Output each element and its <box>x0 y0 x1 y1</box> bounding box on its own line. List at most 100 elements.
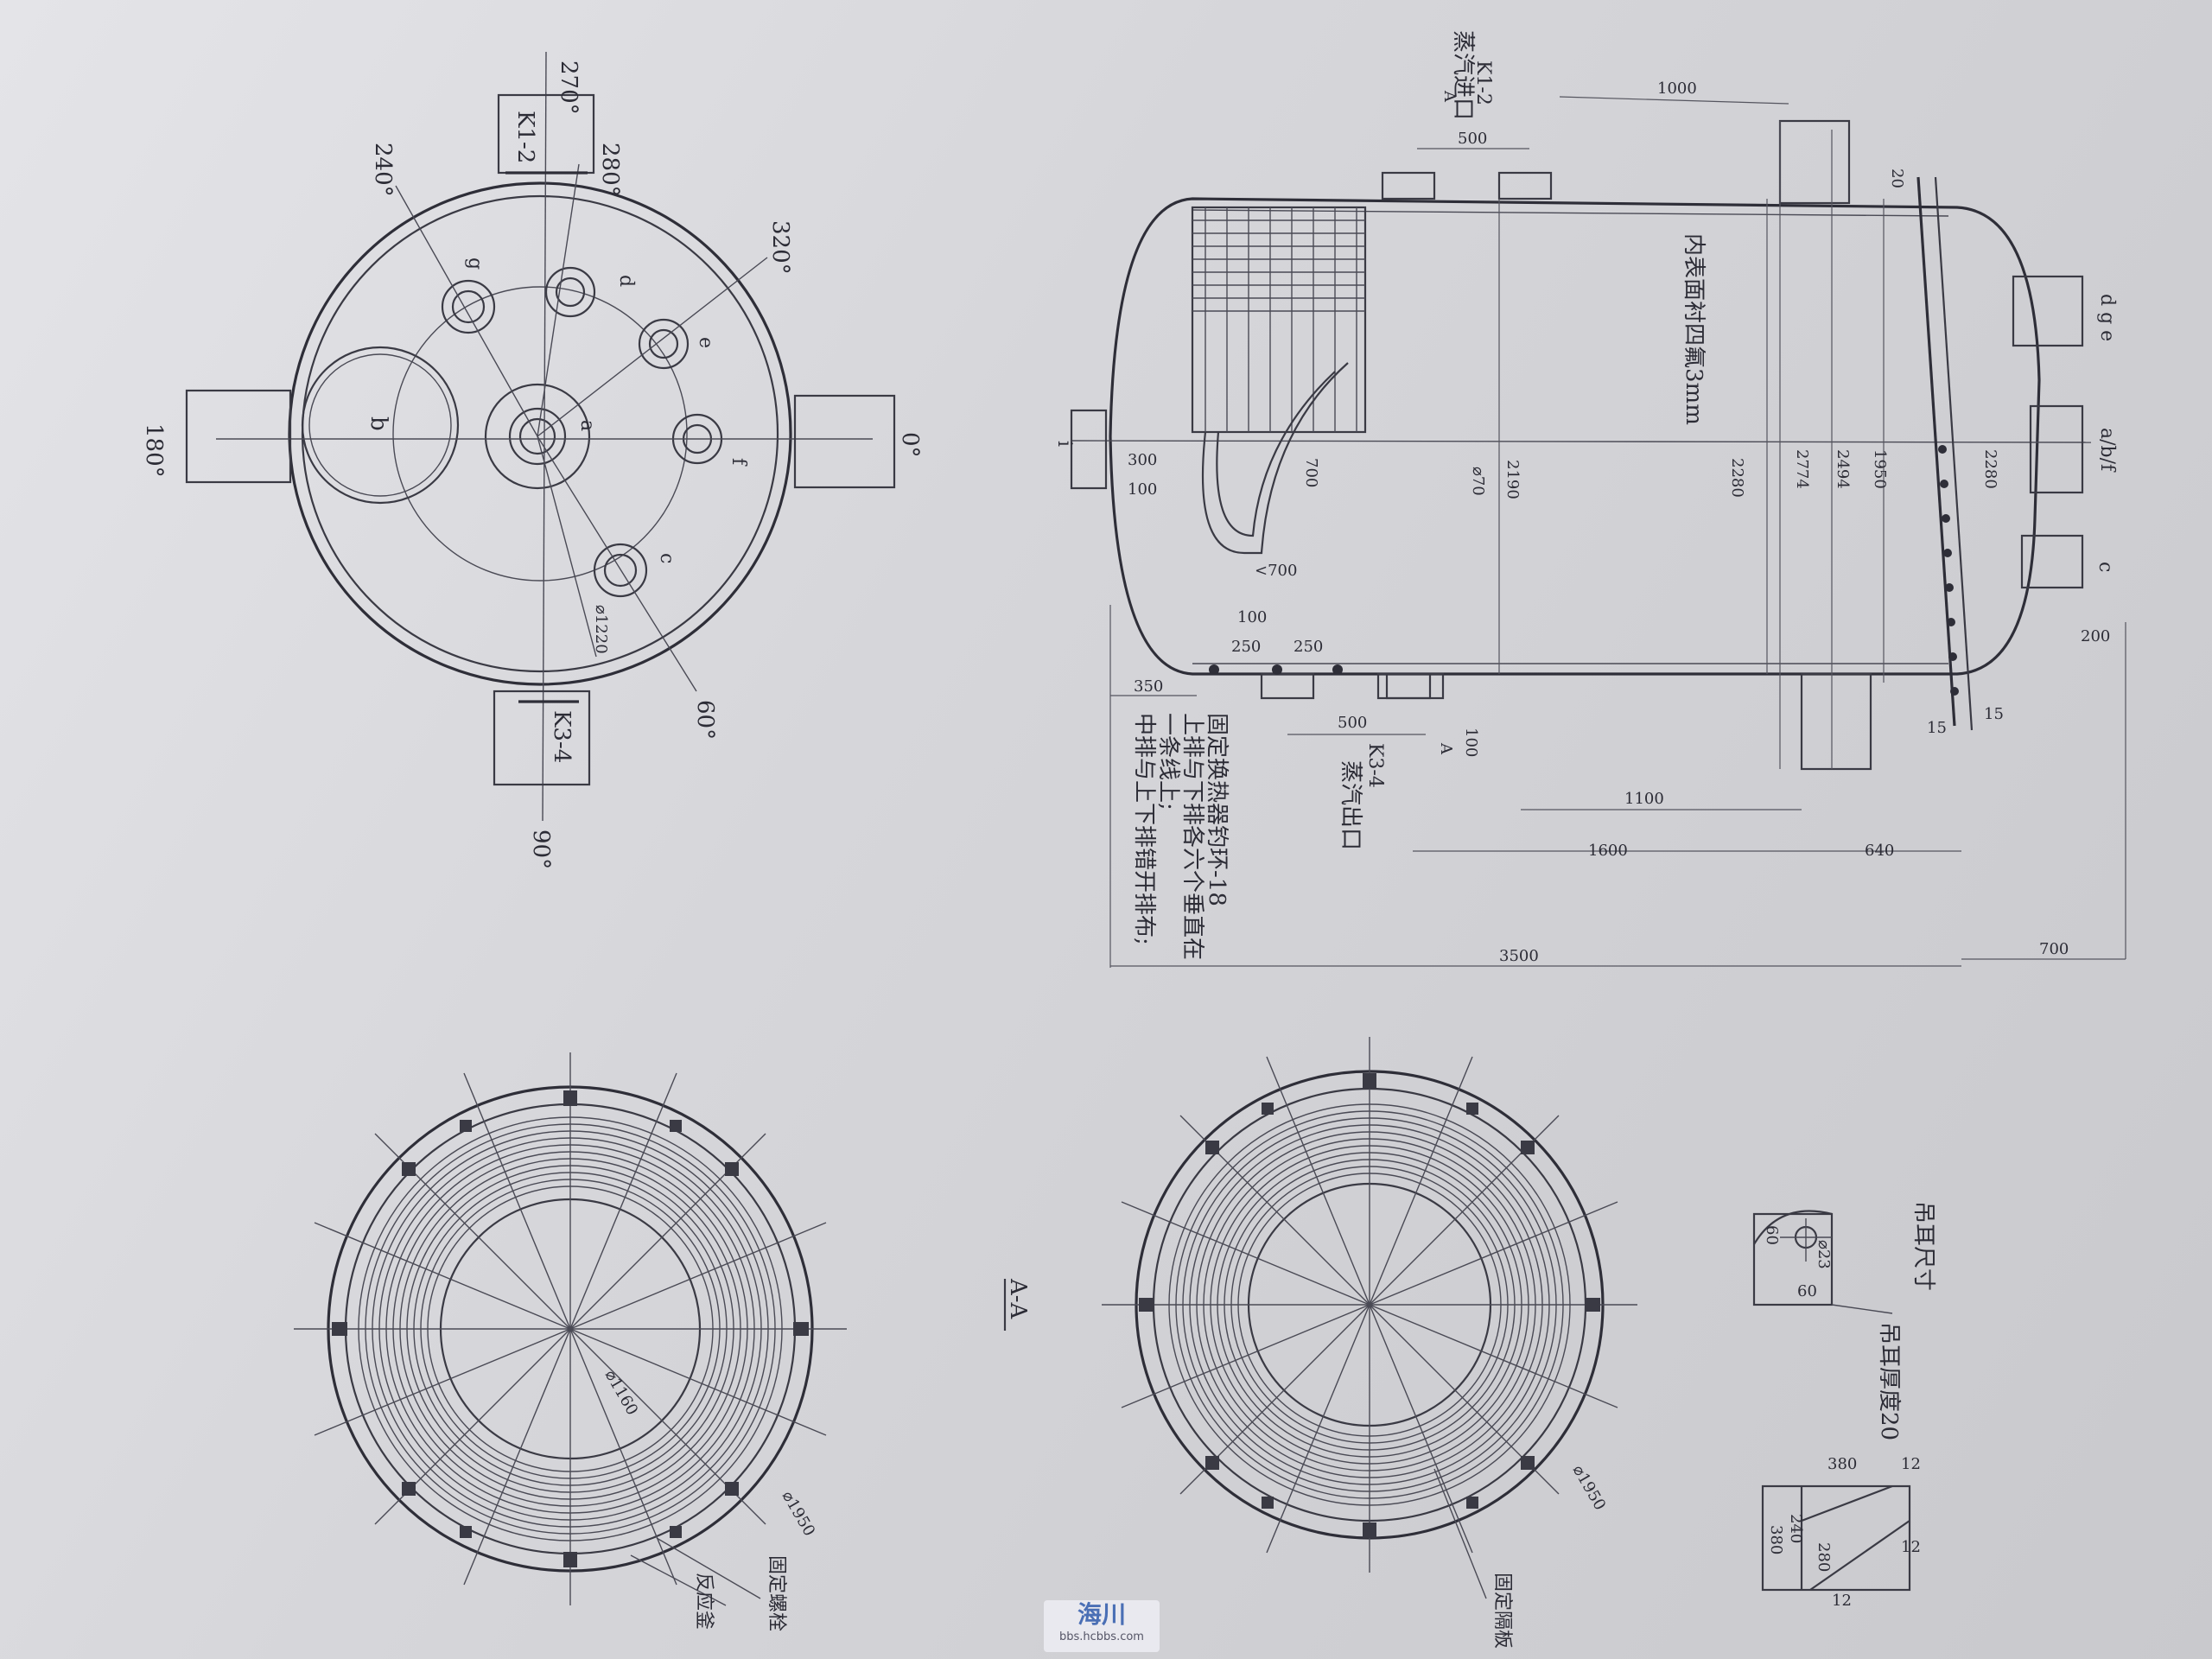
nozzle-i-label: i <box>1053 441 1075 447</box>
vessel-shell <box>1109 197 2041 676</box>
aa-label-partition: 固定隔板 <box>1491 1573 1513 1649</box>
nozzle-g-outer <box>441 279 496 334</box>
flange-line-2 <box>1934 176 1974 731</box>
dia-1220-label: ⌀1220 <box>592 605 610 654</box>
left-section-view: ⌀1160 ⌀1950 固定螺栓 反应釜 <box>294 1052 847 1631</box>
top-view-lug-180 <box>185 389 292 484</box>
dim-250-b: 250 <box>1294 638 1323 656</box>
label-e: e <box>695 337 716 348</box>
dim-1000: 1000 <box>1657 79 1697 98</box>
note-line-3: 一条线上; <box>1155 713 1181 810</box>
angle-280-label: 280° <box>597 143 623 197</box>
dim-2494: 2494 <box>1834 449 1852 489</box>
angle-90-label: 90° <box>528 830 554 869</box>
note-line-2: 上排与下排各六个垂直在 <box>1179 713 1205 960</box>
lug-thickness-leader <box>1831 1304 1893 1314</box>
dim-2774: 2774 <box>1793 449 1811 489</box>
bottom-nozzle-1 <box>1260 672 1315 700</box>
lug-plate-top <box>1752 1212 1834 1306</box>
dim-3500: 3500 <box>1499 947 1539 965</box>
vessel-lining <box>1192 209 1949 217</box>
nozzle-k12-label: K1-2 <box>512 111 538 163</box>
coil-tubes <box>1192 207 1365 432</box>
nozzle-dge-label: d g e <box>2096 294 2118 341</box>
dim-700-total: 700 <box>2039 940 2069 958</box>
nozzle-k34-label: K3-4 <box>549 710 575 763</box>
nozzle-i <box>1070 409 1108 490</box>
left-section-leader-1 <box>656 1537 761 1599</box>
lining-note: 内表面衬四氟3mm <box>1681 233 1707 425</box>
dim-500-bottom: 500 <box>1338 714 1367 732</box>
nozzle-b-inner <box>308 353 452 497</box>
dim-100-left: 100 <box>1128 480 1157 499</box>
dim-15-b: 15 <box>1984 705 2004 723</box>
aa-dia-1950: ⌀1950 <box>1569 1462 1610 1514</box>
lug-curve <box>1753 1210 1833 1245</box>
angle-0-label: 0° <box>897 432 923 458</box>
dim-1950: 1950 <box>1871 449 1889 489</box>
left-label-reactor: 反应釜 <box>693 1573 715 1630</box>
nozzle-d-outer <box>544 266 596 318</box>
nozzle-e-inner <box>648 328 679 359</box>
steam-inlet-label: 蒸汽进口 <box>1450 30 1476 120</box>
watermark-title: 海川 <box>1077 1600 1126 1629</box>
angle-60-label: 60° <box>692 700 718 740</box>
bolt-markers <box>1209 445 1959 696</box>
lug-dim-12-a: 12 <box>1901 1455 1921 1473</box>
dim-lt700: <700 <box>1255 562 1297 580</box>
dim-d70: ⌀70 <box>1469 467 1487 496</box>
lug-plate-bottom <box>1761 1484 1911 1592</box>
vessel-axis <box>1071 440 2092 443</box>
left-section-bolts <box>332 1090 809 1567</box>
top-view-radial-a <box>537 435 597 658</box>
dim-20: 20 <box>1888 168 1906 188</box>
label-d: d <box>615 275 637 287</box>
top-view-radial-240 <box>395 185 538 437</box>
coil-bundle <box>1191 206 1367 434</box>
flange-line <box>1916 176 1956 727</box>
right-nozzle-dge <box>2012 275 2084 347</box>
dim-100-a: 100 <box>1237 608 1267 626</box>
angle-320-label: 320° <box>767 220 793 275</box>
label-b: b <box>365 416 391 431</box>
top-view-v-centerline <box>542 51 547 822</box>
nozzle-d-inner <box>555 276 586 308</box>
aa-leader <box>1433 1468 1487 1599</box>
top-view-nozzle-k34 <box>493 690 591 786</box>
dim-2190: 2190 <box>1503 460 1522 499</box>
left-dia-1160: ⌀1160 <box>601 1367 642 1419</box>
dim-500-top: 500 <box>1458 130 1487 148</box>
bottom-support <box>1800 672 1872 771</box>
lug-dim-280: 280 <box>1815 1542 1833 1572</box>
dim-line-1000 <box>1559 96 1789 105</box>
top-view-radial-320 <box>537 257 768 437</box>
lug-thickness: 吊耳厚度20 <box>1876 1322 1902 1440</box>
nozzle-a-inner <box>518 417 556 455</box>
section-mark-bottom: A <box>1437 742 1455 755</box>
dim-2280: 2280 <box>1728 458 1746 498</box>
aa-section-view: A-A ⌀1950 固 <box>1003 1037 1637 1649</box>
lug-dim-d23: ⌀23 <box>1815 1240 1833 1269</box>
steam-outlet-nozzle <box>1385 672 1445 700</box>
label-a: a <box>576 420 598 431</box>
lug-detail: 吊耳尺寸 60 60 ⌀23 吊耳厚度20 380 380 240 280 12… <box>1752 1201 1936 1610</box>
lug-dim-240: 240 <box>1787 1514 1805 1543</box>
nozzle-g-inner <box>451 289 486 324</box>
top-view-bolt-circle <box>392 286 688 582</box>
site-watermark: 海川 bbs.hcbbs.com <box>1044 1600 1160 1652</box>
dim-700-coil: 700 <box>1302 458 1320 487</box>
steam-inlet-nozzle <box>1381 171 1436 200</box>
note-line-1: 固定换热器钓环-18 <box>1204 713 1230 906</box>
lug-dim-380-a: 380 <box>1827 1455 1857 1473</box>
nozzle-c-label: c <box>2094 562 2116 572</box>
lug-title: 吊耳尺寸 <box>1910 1201 1936 1291</box>
label-f: f <box>728 458 749 467</box>
top-nozzle-2 <box>1497 171 1553 200</box>
lug-dim-60-a: 60 <box>1763 1225 1781 1245</box>
dim-350: 350 <box>1134 677 1163 696</box>
nozzle-e-outer <box>638 318 690 370</box>
coil-return-bend-2 <box>1216 371 1336 537</box>
aa-label: A-A <box>1005 1278 1031 1320</box>
top-view: 270° 280° 240° 320° 0° 180° 60° 90° K1-2… <box>141 51 923 869</box>
